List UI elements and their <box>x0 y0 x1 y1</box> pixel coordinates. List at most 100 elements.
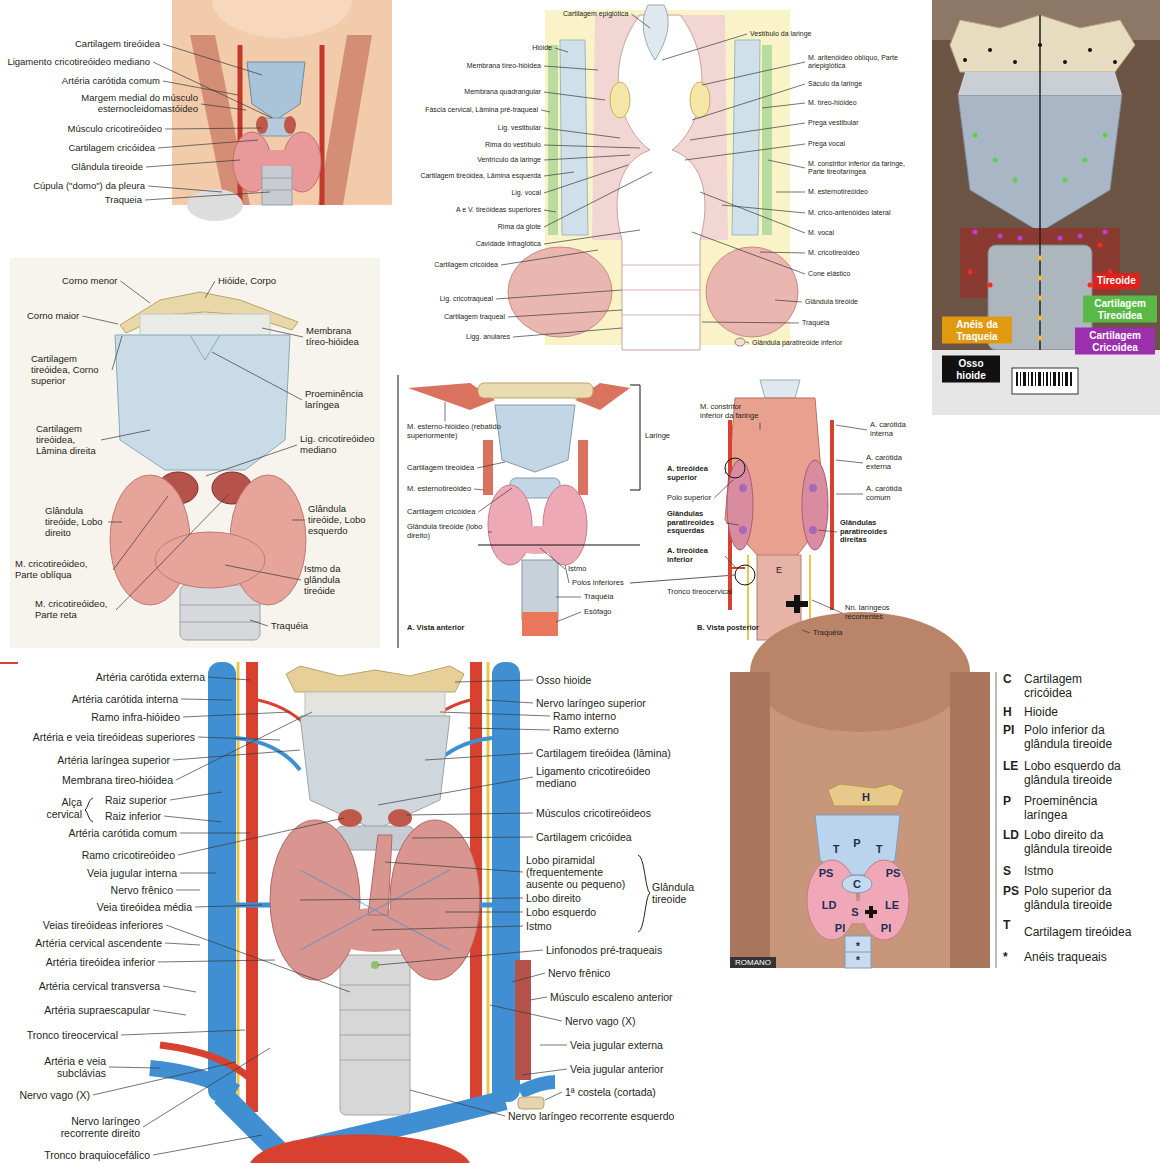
leader-line <box>762 103 805 108</box>
larynx-model-photo <box>932 0 1160 415</box>
leader-line <box>836 460 863 463</box>
neck-surface-anatomy <box>730 612 996 968</box>
leader-line <box>165 128 262 129</box>
leader-line <box>555 48 568 52</box>
leader-line <box>544 66 598 70</box>
leader-line <box>540 548 565 569</box>
color-tag: Tireoide <box>1093 273 1140 289</box>
leader-line <box>180 873 216 874</box>
leader-line <box>410 1090 505 1116</box>
leader-label: M. esternotireóideo <box>407 485 471 494</box>
leader-line <box>556 597 581 598</box>
leader-line <box>262 328 303 337</box>
leader-line <box>702 62 805 85</box>
leader-line <box>225 565 301 580</box>
leader-line <box>165 943 200 945</box>
leader-label: Ligamento cricotireóideo mediano <box>7 57 150 68</box>
leader-line <box>201 104 246 110</box>
anatomy-label: LD <box>1003 829 1019 843</box>
leader-line <box>726 523 739 525</box>
leader-label: Cartilagem tireóidea <box>407 464 474 473</box>
tag-text: Anéis da Traqueia <box>956 319 998 342</box>
anatomy-label: A. Vista anterior <box>407 624 464 633</box>
leader-line <box>714 480 733 498</box>
leader-line <box>544 128 620 138</box>
anatomy-label: Glândula tireoide <box>652 881 700 905</box>
anatomy-label: PS <box>819 867 834 880</box>
leader-line <box>183 712 290 717</box>
anatomy-label: C <box>1003 673 1012 687</box>
leader-line <box>108 522 122 523</box>
anatomy-label: LE <box>1003 760 1018 774</box>
leader-label: M. cricotireóideo, Parte oblíqua <box>15 559 110 581</box>
leader-line <box>486 700 533 703</box>
leader-label: Prega vestibular <box>808 119 859 127</box>
leader-label: Membrana tíreo-hióidea <box>306 326 368 348</box>
leader-label: Ventrículo da laringe <box>477 156 541 164</box>
leader-line <box>545 1092 562 1100</box>
leader-line <box>540 1045 567 1046</box>
leader-line <box>702 322 799 323</box>
thyroid-vessels-nerves-figure <box>0 662 650 1163</box>
leader-line <box>544 92 605 100</box>
leader-label: A. carótida interna <box>870 421 915 438</box>
leader-line <box>541 110 550 112</box>
leader-line <box>378 950 543 965</box>
anatomy-label: P <box>853 837 860 850</box>
anatomy-label: Lobo direito da glândula tireoide <box>1024 829 1132 857</box>
leader-label: Artéria e veia subclávias <box>34 1055 106 1079</box>
leader-label: Artéria carótida comum <box>68 827 177 839</box>
leader-line <box>146 160 240 167</box>
leader-label: Tronco braquiocefálico <box>44 1149 150 1161</box>
leader-line <box>508 310 622 317</box>
leader-label: Cartilagem cricóidea <box>434 261 498 269</box>
leader-label: Artéria supraescapular <box>44 1004 150 1016</box>
leader-line <box>692 84 805 120</box>
anatomy-label: Proeminência laríngea <box>1024 795 1132 823</box>
leader-line <box>490 1005 562 1021</box>
leader-label: Istmo <box>526 920 552 932</box>
anatomy-label: * <box>856 940 860 953</box>
anatomy-label: Cartilagem tireóidea <box>1024 926 1132 940</box>
leader-line <box>206 445 297 476</box>
leader-line <box>544 172 574 176</box>
leader-line <box>292 520 305 521</box>
anatomy-label: P <box>1003 795 1011 809</box>
leader-label: Ramo cricotireóideo <box>82 849 175 861</box>
leader-label: Artéria laríngea superior <box>57 754 170 766</box>
leader-label: Istmo <box>568 565 586 574</box>
leader-line <box>153 1010 186 1015</box>
leader-label: Ramo infra-hióideo <box>91 711 180 723</box>
leader-label: Cartilagem tireóidea, Lâmina direita <box>36 424 98 457</box>
leader-line <box>477 462 505 468</box>
leader-line <box>776 192 805 193</box>
leader-label: Artéria carótida externa <box>96 671 205 683</box>
leader-label: Cartilagem cricóidea <box>536 831 632 843</box>
neck-anterior-figure <box>172 0 392 221</box>
leader-label: Esôfago <box>584 608 612 617</box>
anatomy-label: * <box>1003 951 1008 965</box>
leader-label: M. vocal <box>808 229 834 237</box>
leader-label: Osso hioide <box>536 674 591 686</box>
anatomy-label: PI <box>835 922 845 935</box>
leader-label: M. crico-aritenóideo lateral <box>808 209 890 217</box>
leader-label: Linfonodos pré-traqueais <box>546 944 662 956</box>
anatomy-label: Anéis traqueais <box>1024 951 1132 965</box>
leader-line <box>181 699 232 700</box>
leader-line <box>195 905 262 907</box>
leader-line <box>544 230 640 244</box>
anatomy-label: LE <box>885 899 899 912</box>
leader-label: Lobo esquerdo <box>526 906 596 918</box>
color-tag: Anéis da Traqueia <box>942 317 1012 344</box>
leader-line <box>836 425 867 430</box>
leader-label: M. constritor inferior da faringe, Parte… <box>808 160 913 176</box>
leader-label: Nervo vago (X) <box>19 1089 90 1101</box>
anatomy-label: PS <box>1003 885 1019 899</box>
anatomy-label: ROMANO <box>735 958 771 967</box>
leader-line <box>93 1062 236 1095</box>
leader-line <box>163 44 262 75</box>
leader-label: Lig. cricotraqueal <box>440 295 493 303</box>
anatomy-label: Polo superior da glândula tireoide <box>1024 885 1132 913</box>
leader-label: Istmo da glândula tireóide <box>304 564 366 597</box>
leader-label: Cartilagem cricóidea <box>407 508 475 517</box>
